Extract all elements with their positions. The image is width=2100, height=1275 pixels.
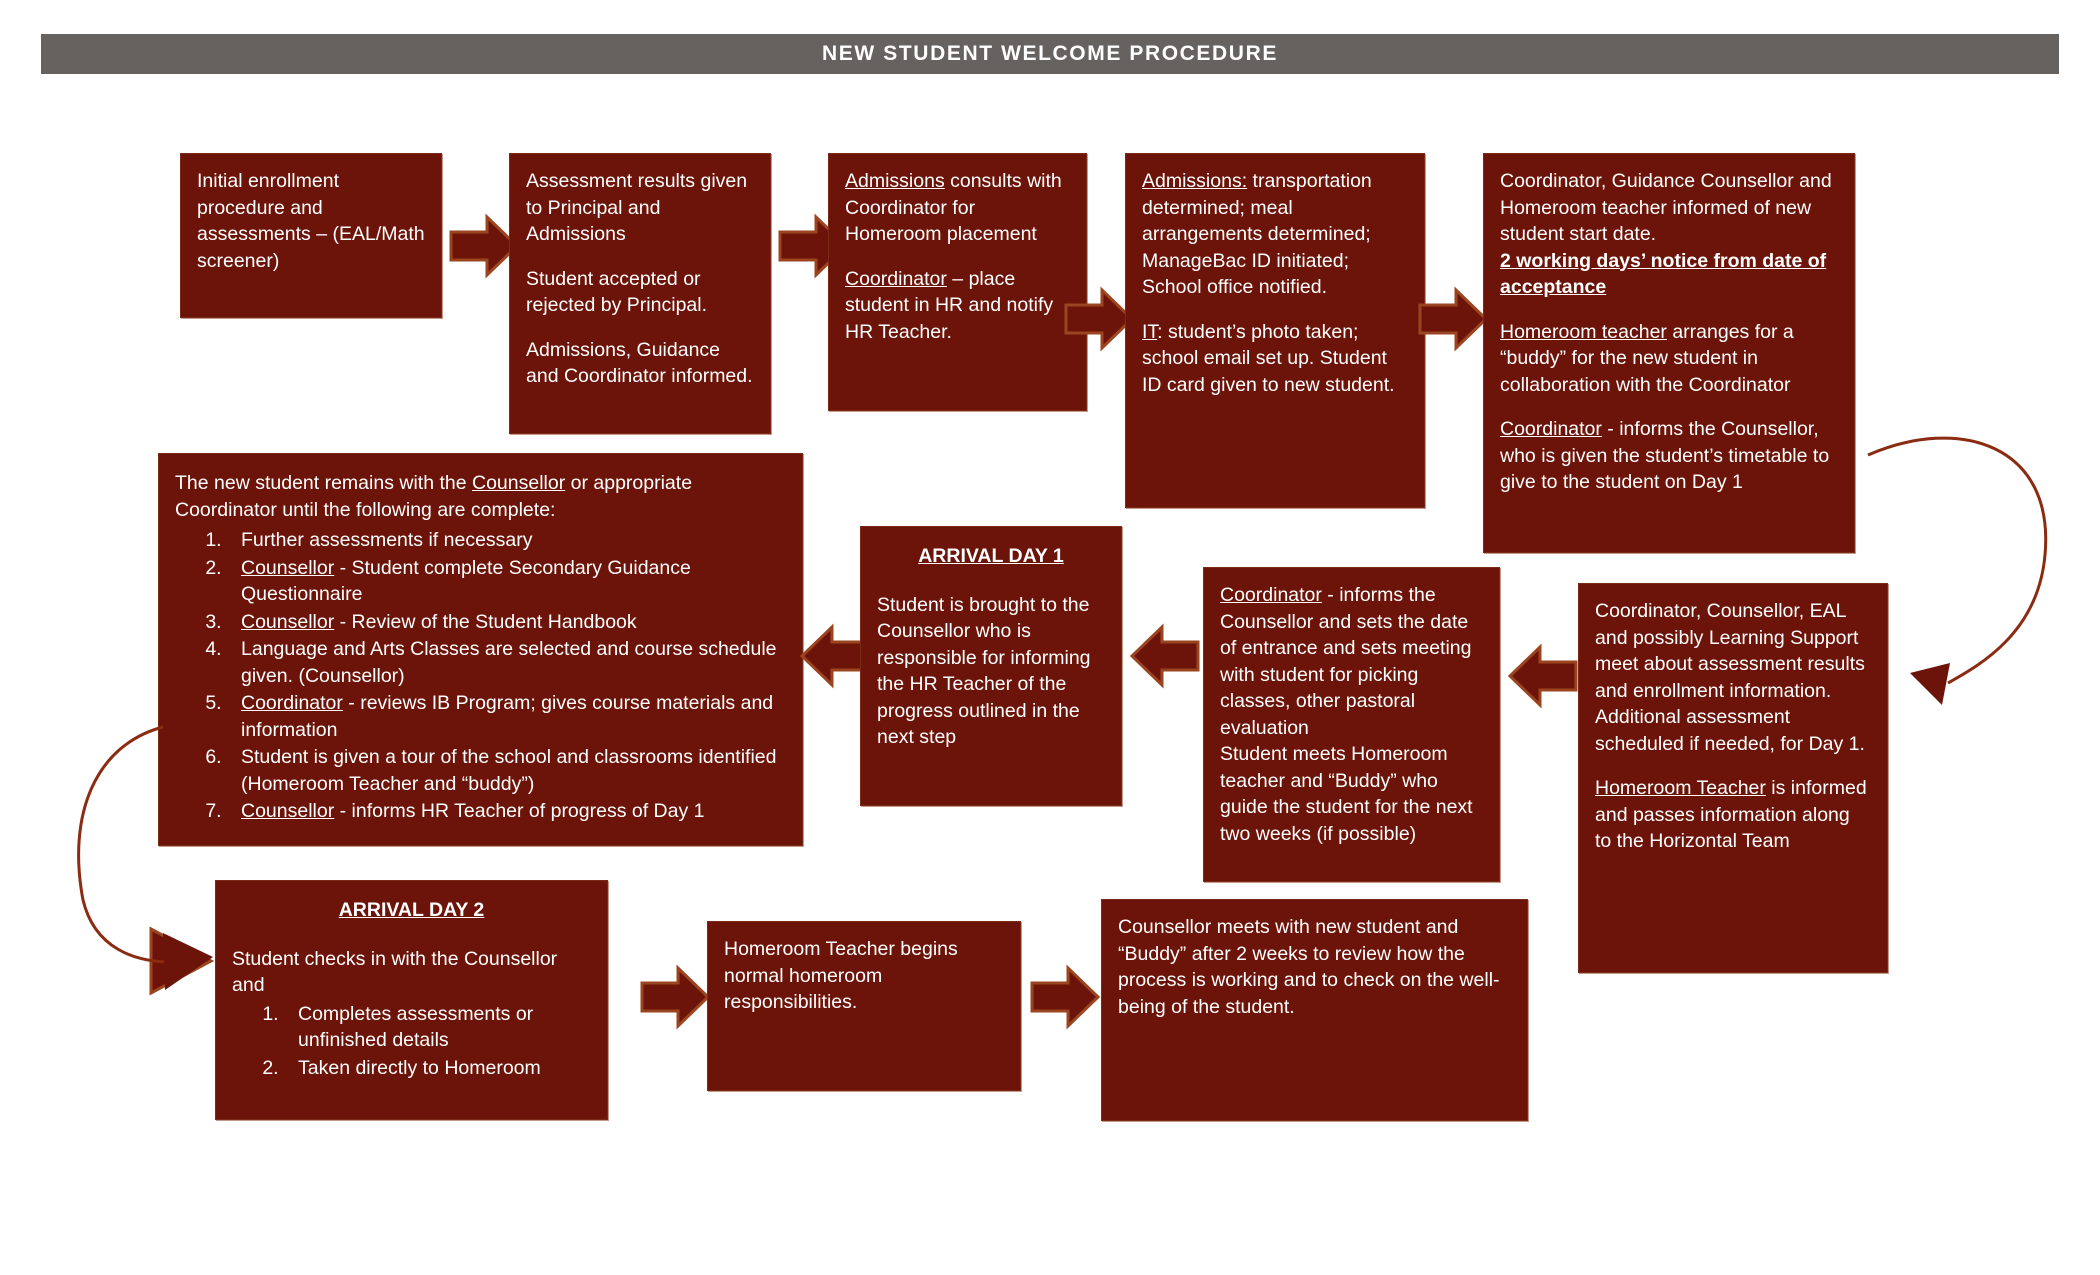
two-working-days-notice: 2 working days’ notice from date of acce… [1500, 249, 1827, 299]
box-homeroom-teacher-normal: Homeroom Teacher begins normal homeroom … [707, 921, 1021, 1091]
initial-enrollment-text: Initial enrollment procedure and assessm… [197, 170, 425, 272]
student-remains-post: or appropriate Coordinator until the fol… [175, 472, 693, 521]
arrow-right-box1-to-box2 [449, 213, 520, 279]
list-item: Counsellor - Student complete Secondary … [227, 555, 786, 608]
box-admissions-consults: Admissions consults with Coordinator for… [828, 153, 1087, 411]
box-admissions-transportation: Admissions: transportation determined; m… [1125, 153, 1425, 508]
admissions-transport-p2: IT: student’s photo taken; school email … [1142, 319, 1408, 399]
list-item-role: Coordinator [241, 692, 343, 715]
box-coordinator-informed-start-date: Coordinator, Guidance Counsellor and Hom… [1483, 153, 1855, 553]
list-item: Taken directly to Homeroom [284, 1055, 591, 1082]
list-item: Counsellor - informs HR Teacher of progr… [227, 798, 786, 825]
list-item-text: - Student complete Secondary Guidance Qu… [241, 556, 691, 606]
page-title: NEW STUDENT WELCOME PROCEDURE [822, 42, 1278, 65]
arrow-right-box4-to-box5 [1418, 286, 1489, 352]
list-item-text: Student is given a tour of the school an… [241, 746, 777, 795]
box-initial-enrollment: Initial enrollment procedure and assessm… [180, 153, 442, 318]
coordinator-label: Coordinator [845, 267, 947, 290]
coordinator-informed-p2: Homeroom teacher arranges for a “buddy” … [1500, 319, 1838, 399]
student-remains-pre: The new student remains with the [175, 472, 472, 494]
list-item: Completes assessments or unfinished deta… [284, 1001, 591, 1054]
arrow-right-day2-to-homeroom [640, 964, 711, 1030]
counsellor-two-week-review-text: Counsellor meets with new student and “B… [1118, 916, 1500, 1018]
admissions-consults-p1: Admissions consults with Coordinator for… [845, 168, 1070, 248]
arrow-right-box3-to-box4 [1064, 286, 1135, 352]
arrow-left-box8-to-box7 [1129, 623, 1200, 689]
list-item-role: Counsellor [241, 610, 335, 633]
box-counsellor-two-week-review: Counsellor meets with new student and “B… [1101, 899, 1528, 1121]
it-rest: : student’s photo taken; school email se… [1142, 320, 1395, 396]
coordinator-informed-p1: Coordinator, Guidance Counsellor and Hom… [1500, 168, 1838, 301]
box-assessment-meeting: Coordinator, Counsellor, EAL and possibl… [1578, 583, 1888, 973]
coordinator-timetable-rest: - informs the Counsellor, who is given t… [1500, 418, 1830, 494]
list-item-role: Counsellor [241, 800, 335, 823]
arrival-day-1-body: Student is brought to the Counsellor who… [877, 593, 1091, 749]
coordinator-label: Coordinator [1220, 584, 1322, 606]
assessment-meeting-rest: is informed and passes information along… [1595, 777, 1867, 853]
list-item: Counsellor - Review of the Student Handb… [227, 609, 786, 636]
arrival-day-1-title: ARRIVAL DAY 1 [918, 545, 1064, 567]
admissions-consults-rest: consults with Coordinator for Homeroom p… [845, 170, 1062, 246]
coordinator-informed-text: Coordinator, Guidance Counsellor and Hom… [1500, 170, 1832, 246]
counsellor-label: Counsellor [472, 472, 566, 494]
box-student-remains-with-counsellor: The new student remains with the Counsel… [158, 453, 803, 846]
list-item-text: Language and Arts Classes are selected a… [241, 638, 777, 687]
box-assessment-results: Assessment results given to Principal an… [509, 153, 771, 434]
admissions-transport-p1: Admissions: transportation determined; m… [1142, 168, 1408, 301]
coordinator-sets-date-p1: Coordinator - informs the Counsellor and… [1220, 582, 1483, 741]
it-label: IT [1142, 320, 1158, 343]
coordinator-sets-date-rest: - informs the Counsellor and sets the da… [1220, 584, 1472, 739]
coordinator-sets-date-p2: Student meets Homeroom teacher and “Budd… [1220, 743, 1473, 845]
assessment-results-p1: Assessment results given to Principal an… [526, 170, 748, 246]
counsellor-task-list: Further assessments if necessary Counsel… [175, 527, 786, 825]
list-item-text: Further assessments if necessary [241, 529, 533, 552]
list-item: Coordinator - reviews IB Program; gives … [227, 690, 786, 743]
box-arrival-day-1: ARRIVAL DAY 1 Student is brought to the … [860, 526, 1122, 806]
assessment-meeting-p2: Homeroom Teacher is informed and passes … [1595, 775, 1871, 855]
assessment-results-p3: Admissions, Guidance and Coordinator inf… [526, 338, 753, 388]
admissions-transport-rest: transportation determined; meal arrangem… [1142, 170, 1372, 299]
arrival-day-2-intro: Student checks in with the Counsellor an… [232, 947, 558, 997]
list-item: Student is given a tour of the school an… [227, 744, 786, 797]
list-item: Language and Arts Classes are selected a… [227, 636, 786, 689]
list-item-text: - informs HR Teacher of progress of Day … [334, 800, 705, 823]
admissions-colon-label: Admissions: [1142, 170, 1248, 192]
coordinator-timetable-label: Coordinator [1500, 418, 1602, 441]
coordinator-informed-p3: Coordinator - informs the Counsellor, wh… [1500, 416, 1838, 496]
arrow-right-homeroom-to-counsellor [1030, 964, 1101, 1030]
student-remains-intro: The new student remains with the Counsel… [175, 470, 786, 523]
box-coordinator-sets-date: Coordinator - informs the Counsellor and… [1203, 567, 1500, 882]
curve-box5-to-box9 [1850, 405, 2100, 725]
box-arrival-day-2: ARRIVAL DAY 2 Student checks in with the… [215, 880, 608, 1120]
coordinator-place-rest: – place student in HR and notify HR Teac… [845, 267, 1054, 343]
arrival-day-2-list: Completes assessments or unfinished deta… [232, 1001, 591, 1082]
assessment-meeting-p1: Coordinator, Counsellor, EAL and possibl… [1595, 600, 1865, 755]
list-item-role: Counsellor [241, 556, 335, 579]
list-item-text: - Review of the Student Handbook [334, 610, 637, 633]
admissions-label: Admissions [845, 170, 945, 192]
homeroom-teacher-label: Homeroom teacher [1500, 320, 1667, 343]
arrow-left-box9-to-box8 [1507, 643, 1578, 709]
homeroom-teacher-normal-text: Homeroom Teacher begins normal homeroom … [724, 938, 958, 1014]
curve-box6-to-box10 [45, 665, 275, 995]
list-item-text: - reviews IB Program; gives course mater… [241, 692, 774, 741]
assessment-results-p2: Student accepted or rejected by Principa… [526, 267, 708, 317]
homeroom-buddy-rest: arranges for a “buddy” for the new stude… [1500, 320, 1794, 396]
list-item: Further assessments if necessary [227, 527, 786, 554]
homeroom-teacher-label: Homeroom Teacher [1595, 777, 1766, 800]
admissions-consults-p2: Coordinator – place student in HR and no… [845, 266, 1070, 346]
page-title-bar: NEW STUDENT WELCOME PROCEDURE [41, 34, 2059, 74]
arrival-day-2-title: ARRIVAL DAY 2 [338, 899, 485, 921]
